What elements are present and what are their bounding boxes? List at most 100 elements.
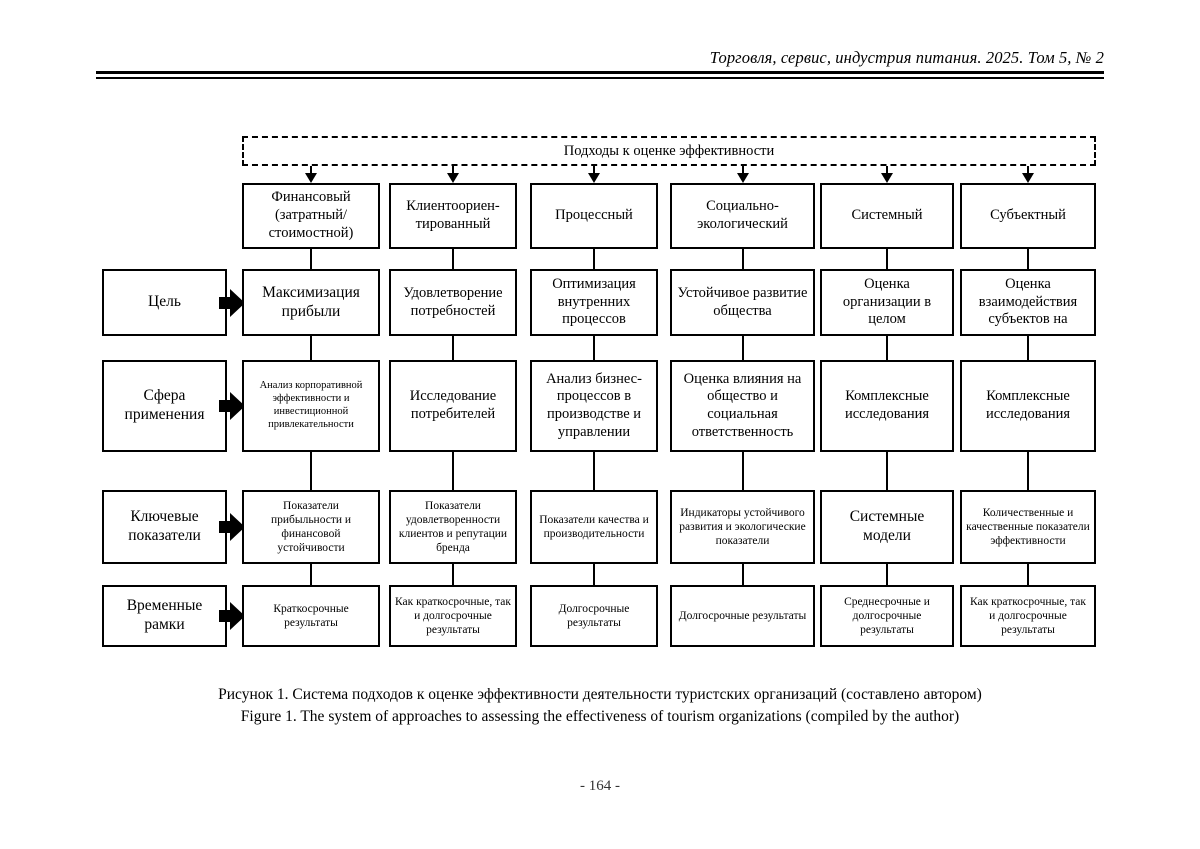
approach-box-4[interactable]: Социально- экологический — [670, 183, 815, 249]
indicators-label-3: Показатели качества и производительности — [539, 513, 649, 540]
connector-c2-r2-r3 — [452, 452, 454, 490]
connector-c2-r0-r1 — [452, 249, 454, 269]
arrow-down-to-approach-1 — [305, 166, 317, 183]
scope-box-2[interactable]: Исследование потребителей — [389, 360, 517, 452]
indicators-box-3[interactable]: Показатели качества и производительности — [530, 490, 658, 564]
scope-box-6[interactable]: Комплексные исследования — [960, 360, 1096, 452]
block-arrow-timeframe — [219, 602, 245, 630]
row-label-scope: Сфера применения — [102, 360, 227, 452]
connector-c1-r0-r1 — [310, 249, 312, 269]
scope-label-5: Комплексные исследования — [844, 388, 930, 422]
connector-c6-r1-r2 — [1027, 336, 1029, 360]
row-label-timeframe-text: Временные рамки — [126, 597, 203, 633]
goal-box-5[interactable]: Оценка организации в целом — [820, 269, 954, 336]
goal-label-1: Максимизация прибыли — [262, 283, 360, 320]
timeframe-label-5: Среднесрочные и долгосрочные результаты — [844, 595, 930, 636]
connector-c3-r3-r4 — [593, 564, 595, 585]
timeframe-box-2[interactable]: Как краткосрочные, так и долгосрочные ре… — [389, 585, 517, 647]
connector-c6-r2-r3 — [1027, 452, 1029, 490]
timeframe-label-1: Краткосрочные результаты — [273, 602, 349, 629]
approach-box-5[interactable]: Системный — [820, 183, 954, 249]
goal-box-4[interactable]: Устойчивое развитие общества — [670, 269, 815, 336]
goal-label-5: Оценка организации в целом — [842, 275, 932, 328]
connector-c2-r1-r2 — [452, 336, 454, 360]
approach-box-6[interactable]: Субъектный — [960, 183, 1096, 249]
timeframe-label-6: Как краткосрочные, так и долгосрочные ре… — [970, 595, 1086, 636]
timeframe-box-4[interactable]: Долгосрочные результаты — [670, 585, 815, 647]
approach-label-4: Социально- экологический — [697, 198, 788, 232]
timeframe-label-2: Как краткосрочные, так и долгосрочные ре… — [395, 595, 511, 636]
timeframe-label-3: Долгосрочные результаты — [558, 602, 630, 629]
block-arrow-goal — [219, 289, 245, 317]
block-arrow-indicators — [219, 513, 245, 541]
goal-box-3[interactable]: Оптимизация внутренних процессов — [530, 269, 658, 336]
connector-c4-r1-r2 — [742, 336, 744, 360]
arrow-down-to-approach-4 — [737, 166, 749, 183]
connector-c3-r2-r3 — [593, 452, 595, 490]
indicators-label-4: Индикаторы устойчивого развития и эколог… — [679, 506, 806, 547]
scope-box-5[interactable]: Комплексные исследования — [820, 360, 954, 452]
connector-c2-r3-r4 — [452, 564, 454, 585]
connector-c1-r1-r2 — [310, 336, 312, 360]
goal-box-1[interactable]: Максимизация прибыли — [242, 269, 380, 336]
indicators-box-2[interactable]: Показатели удовлетворенности клиентов и … — [389, 490, 517, 564]
indicators-box-1[interactable]: Показатели прибыльности и финансовой уст… — [242, 490, 380, 564]
figure-caption-ru: Рисунок 1. Система подходов к оценке эфф… — [218, 686, 982, 703]
goal-label-3: Оптимизация внутренних процессов — [552, 275, 636, 328]
connector-c4-r0-r1 — [742, 249, 744, 269]
row-label-scope-text: Сфера применения — [124, 387, 205, 423]
arrow-down-to-approach-6 — [1022, 166, 1034, 183]
timeframe-box-5[interactable]: Среднесрочные и долгосрочные результаты — [820, 585, 954, 647]
goal-box-6[interactable]: Оценка взаимодействия субъектов на — [960, 269, 1096, 336]
indicators-box-4[interactable]: Индикаторы устойчивого развития и эколог… — [670, 490, 815, 564]
arrow-down-to-approach-2 — [447, 166, 459, 183]
connector-c3-r1-r2 — [593, 336, 595, 360]
figure-caption-en: Figure 1. The system of approaches to as… — [240, 708, 960, 726]
indicators-box-6[interactable]: Количественные и качественные показатели… — [960, 490, 1096, 564]
timeframe-box-1[interactable]: Краткосрочные результаты — [242, 585, 380, 647]
connector-c5-r3-r4 — [886, 564, 888, 585]
connector-c4-r2-r3 — [742, 452, 744, 490]
scope-label-6: Комплексные исследования — [985, 388, 1071, 422]
figure-caption: Рисунок 1. Система подходов к оценке эфф… — [96, 684, 1104, 729]
indicators-box-5[interactable]: Системные модели — [820, 490, 954, 564]
row-label-goal-text: Цель — [148, 293, 181, 311]
scope-box-3[interactable]: Анализ бизнес- процессов в производстве … — [530, 360, 658, 452]
timeframe-box-6[interactable]: Как краткосрочные, так и долгосрочные ре… — [960, 585, 1096, 647]
header-rule-thick — [96, 71, 1104, 74]
connector-c5-r2-r3 — [886, 452, 888, 490]
scope-box-1[interactable]: Анализ корпоративной эффективности и инв… — [242, 360, 380, 452]
indicators-label-6: Количественные и качественные показатели… — [966, 506, 1090, 547]
goal-label-2: Удовлетворение потребностей — [403, 284, 503, 319]
header-rule-thin — [96, 77, 1104, 79]
scope-label-3: Анализ бизнес- процессов в производстве … — [546, 370, 642, 440]
scope-box-4[interactable]: Оценка влияния на общество и социальная … — [670, 360, 815, 452]
approach-box-1[interactable]: Финансовый (затратный/ стоимостной) — [242, 183, 380, 249]
approach-box-3[interactable]: Процессный — [530, 183, 658, 249]
approach-label-5: Системный — [851, 207, 923, 224]
goal-box-2[interactable]: Удовлетворение потребностей — [389, 269, 517, 336]
scope-label-1: Анализ корпоративной эффективности и инв… — [259, 380, 363, 430]
row-label-indicators-text: Ключевые показатели — [128, 508, 201, 544]
row-label-indicators: Ключевые показатели — [102, 490, 227, 564]
scope-label-2: Исследование потребителей — [409, 388, 497, 422]
connector-c5-r1-r2 — [886, 336, 888, 360]
indicators-label-1: Показатели прибыльности и финансовой уст… — [270, 499, 352, 555]
diagram-title-bar: Подходы к оценке эффективности — [242, 136, 1096, 166]
approach-label-2: Клиентоориен- тированный — [406, 198, 500, 232]
connector-c1-r2-r3 — [310, 452, 312, 490]
connector-c1-r3-r4 — [310, 564, 312, 585]
page-number: - 164 - — [580, 778, 620, 794]
goal-label-4: Устойчивое развитие общества — [677, 284, 808, 319]
row-label-timeframe: Временные рамки — [102, 585, 227, 647]
block-arrow-scope — [219, 392, 245, 420]
connector-c3-r0-r1 — [593, 249, 595, 269]
timeframe-label-4: Долгосрочные результаты — [678, 609, 807, 622]
approach-box-2[interactable]: Клиентоориен- тированный — [389, 183, 517, 249]
approach-label-1: Финансовый (затратный/ стоимостной) — [268, 189, 354, 241]
approach-label-3: Процессный — [555, 207, 633, 224]
row-label-goal: Цель — [102, 269, 227, 336]
timeframe-box-3[interactable]: Долгосрочные результаты — [530, 585, 658, 647]
indicators-label-5: Системные модели — [849, 508, 925, 544]
figure-diagram: Подходы к оценке эффективности Финансовы… — [102, 136, 1096, 647]
